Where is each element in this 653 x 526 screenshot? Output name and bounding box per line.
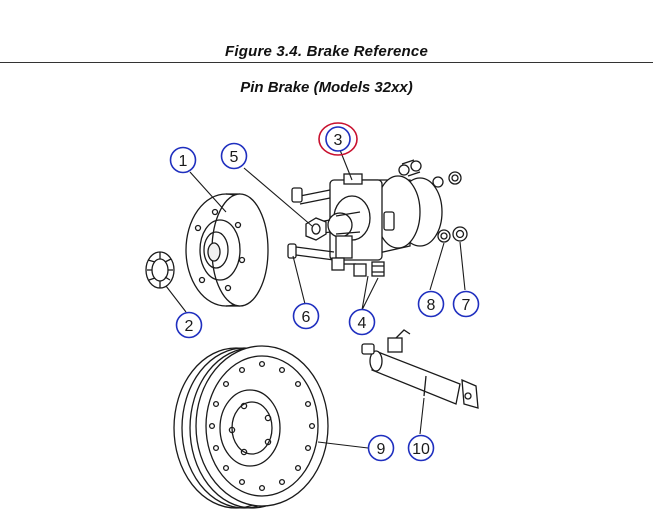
callout-2[interactable]: 2: [175, 311, 203, 339]
spring-washer-part: [145, 251, 175, 289]
callout-5[interactable]: 5: [220, 142, 248, 170]
callout-10[interactable]: 10: [407, 434, 435, 462]
figure-subtitle: Pin Brake (Models 32xx): [240, 79, 413, 96]
leader-lines: [165, 149, 466, 449]
brake-body-part: [291, 159, 462, 261]
fittings-part: [331, 257, 385, 277]
callout-7[interactable]: 7: [452, 290, 480, 318]
callout-5-label: 5: [230, 149, 239, 166]
nut-part: [305, 217, 327, 241]
figure-title: Figure 3.4. Brake Reference: [225, 43, 428, 60]
callout-7-label: 7: [462, 297, 471, 314]
washers-part: [437, 226, 468, 243]
callout-3[interactable]: 3: [318, 122, 358, 156]
title-rule: [0, 62, 653, 63]
callout-4[interactable]: 4: [348, 308, 376, 336]
callout-8[interactable]: 8: [417, 290, 445, 318]
callout-1[interactable]: 1: [169, 146, 197, 174]
callout-6[interactable]: 6: [292, 302, 320, 330]
bolt-part: [287, 243, 335, 261]
callout-4-label: 4: [358, 315, 367, 332]
callout-1-label: 1: [179, 153, 188, 170]
hub-drum-part: [185, 193, 269, 307]
wheel-part: [173, 345, 329, 509]
callout-2-label: 2: [185, 318, 194, 335]
callout-10-label: 10: [412, 441, 430, 458]
callouts: 1 2 3 4 5 6 7 8: [169, 122, 480, 462]
callout-8-label: 8: [427, 297, 436, 314]
cylinder-part: [361, 329, 479, 409]
callout-3-label: 3: [334, 132, 343, 149]
callout-9-label: 9: [377, 441, 386, 458]
callout-9[interactable]: 9: [367, 434, 395, 462]
callout-6-label: 6: [302, 309, 311, 326]
highlight-ring: [318, 122, 358, 156]
